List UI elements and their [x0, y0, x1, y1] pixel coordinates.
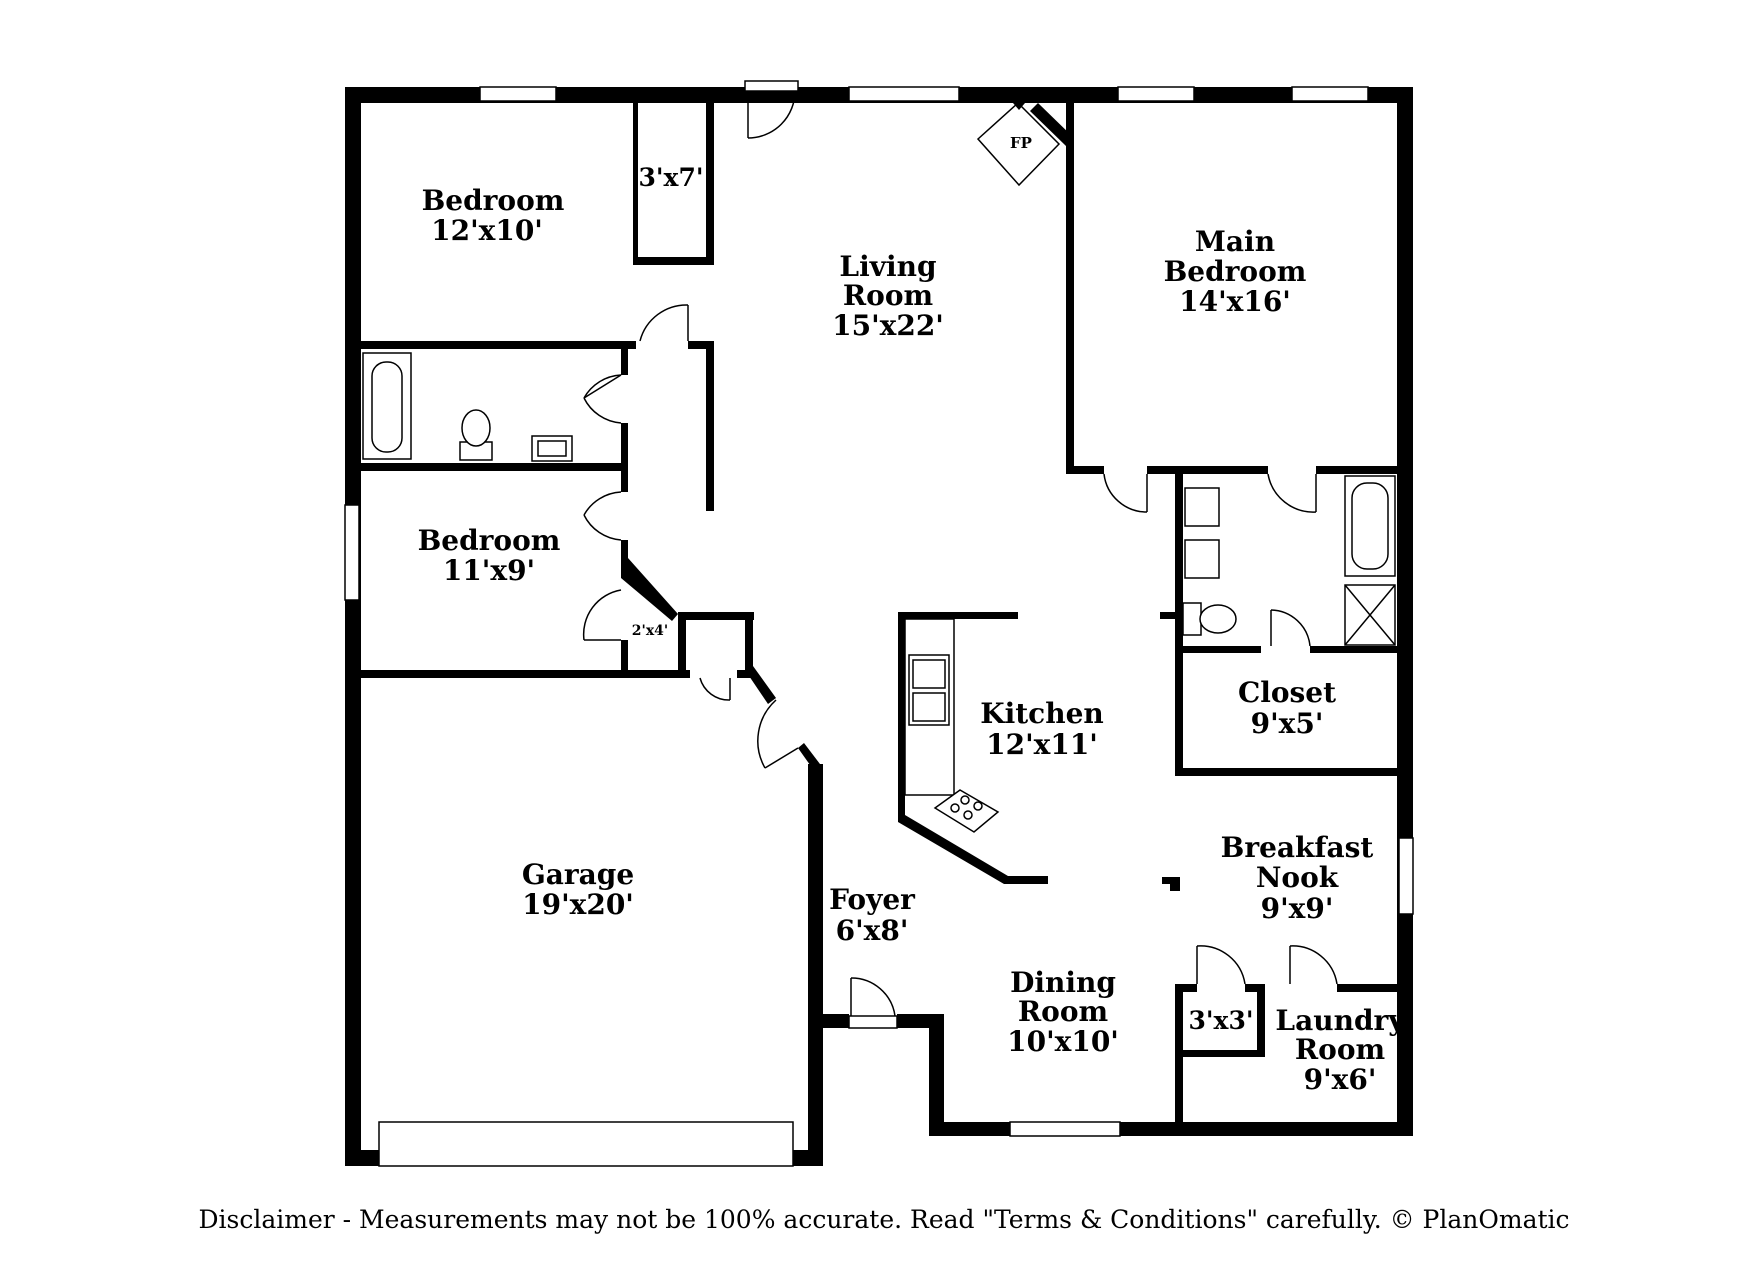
window: [1398, 837, 1414, 915]
breakfast-nook-size: 9'x9': [1261, 892, 1334, 925]
linen-closet-size: 2'x4': [632, 623, 668, 639]
laundry-room-name-2: Room: [1295, 1033, 1385, 1066]
window: [1009, 1121, 1121, 1137]
living-room-name-2: Room: [843, 279, 933, 312]
window: [1291, 86, 1369, 102]
laundry-room-size: 9'x6': [1304, 1063, 1377, 1096]
living-room-size: 15'x22': [832, 309, 944, 342]
kitchen-name: Kitchen: [980, 697, 1103, 730]
windows: [344, 86, 1414, 1167]
garage-size: 19'x20': [522, 888, 634, 921]
foyer-size: 6'x8': [836, 914, 909, 947]
fireplace: FP: [976, 101, 1074, 187]
garage-door: [378, 1121, 794, 1167]
window: [848, 86, 960, 102]
garage-name: Garage: [522, 858, 634, 891]
window: [344, 504, 360, 601]
dining-room-name-2: Room: [1018, 995, 1108, 1028]
room-labels: Bedroom 12'x10' 3'x7' Living Room 15'x22…: [418, 163, 1406, 1096]
breakfast-nook-name-2: Nook: [1256, 861, 1339, 894]
foyer-name: Foyer: [829, 883, 916, 916]
bedroom-3-name: Bedroom: [418, 524, 561, 557]
closet-name: Closet: [1238, 676, 1336, 709]
toilet-icon: [1182, 602, 1202, 636]
window: [1117, 86, 1195, 102]
laundry-room-name-1: Laundry: [1275, 1004, 1405, 1037]
closet-size: 9'x5': [1251, 707, 1324, 740]
main-bedroom-size: 14'x16': [1179, 285, 1291, 318]
interior-walls: [361, 103, 1397, 1122]
bedroom-2-name: Bedroom: [422, 184, 565, 217]
fixtures: [362, 352, 1396, 833]
dining-room-size: 10'x10': [1007, 1025, 1119, 1058]
pantry-size: 3'x3': [1188, 1006, 1253, 1035]
main-bedroom-name-1: Main: [1195, 225, 1275, 258]
kitchen-size: 12'x11': [986, 728, 1098, 761]
bedroom-2-size: 12'x10': [431, 214, 543, 247]
doors: [582, 80, 1338, 1029]
fireplace-label: FP: [1010, 134, 1032, 152]
closet-3x7-size: 3'x7': [638, 163, 703, 192]
sink-icon: [1184, 539, 1220, 579]
main-bedroom-name-2: Bedroom: [1164, 255, 1307, 288]
disclaimer-text: Disclaimer - Measurements may not be 100…: [198, 1205, 1569, 1234]
bedroom-3-size: 11'x9': [443, 554, 535, 587]
living-room-name-1: Living: [839, 250, 936, 283]
dining-room-name-1: Dining: [1010, 966, 1116, 999]
sink-icon: [1184, 487, 1220, 527]
window: [479, 86, 557, 102]
breakfast-nook-name-1: Breakfast: [1221, 831, 1374, 864]
